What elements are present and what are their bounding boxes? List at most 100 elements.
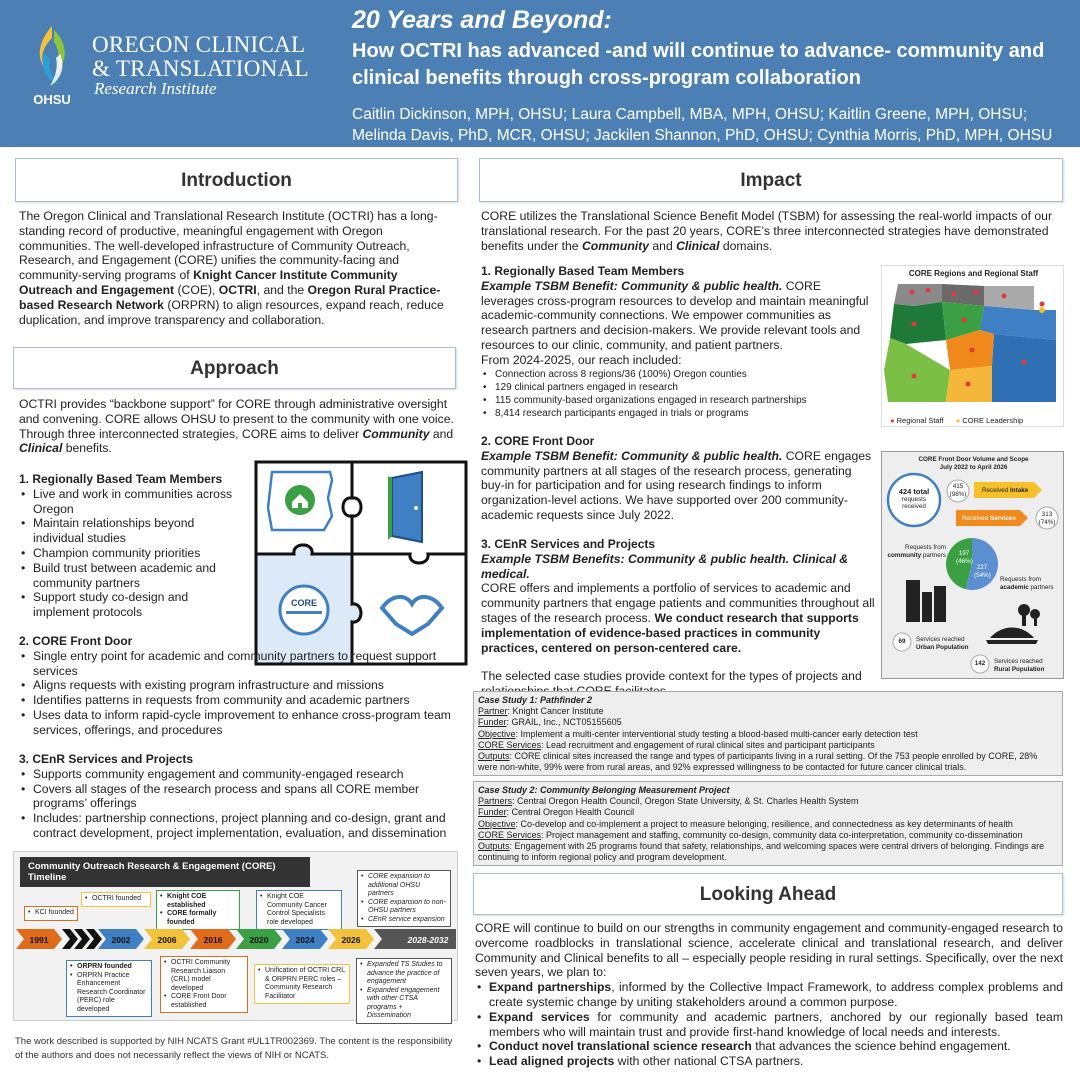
poster-header: OHSU OREGON CLINICAL & TRANSLATIONAL Res… (0, 0, 1080, 147)
timeline-chevron (86, 929, 102, 949)
timeline-year: 2028-2032 (407, 935, 449, 945)
list-item: Live and work in communities across Oreg… (19, 487, 244, 517)
list-item: 8,414 research participants engaged in t… (481, 407, 877, 420)
list-item: Expand services for community and academ… (475, 1010, 1063, 1040)
looking-ahead-list: Expand partnerships, informed by the Col… (475, 980, 1063, 1069)
case-study-2: Case Study 2: Community Belonging Measur… (473, 781, 1063, 866)
timeline-year: 2020 (250, 935, 269, 945)
map-legend: ● Regional Staff ● CORE Leadership (890, 416, 1024, 425)
timeline-bar: 1991 2002 2006 2016 2020 2024 2026 2028-2032 (16, 929, 456, 949)
city-buildings-icon (906, 580, 946, 622)
pie-slice-academic (965, 538, 998, 590)
impact-heading: Impact (479, 158, 1063, 202)
introduction-heading: Introduction (15, 158, 458, 202)
list-item: Includes: partnership connections, proje… (19, 811, 459, 841)
poster-subtitle: How OCTRI has advanced -and will continu… (352, 40, 1045, 89)
handshake-icon (379, 595, 445, 637)
list-item: Expand partnerships, informed by the Col… (475, 980, 1063, 1010)
approach-s1-title: 1. Regionally Based Team Members (19, 472, 223, 486)
approach-s1-list: Live and work in communities across Oreg… (19, 487, 244, 620)
regional-staff-pin-icon: ● (890, 416, 895, 425)
list-item: Uses data to inform rapid-cycle improvem… (19, 708, 459, 738)
impact-strategy-3: 3. CEnR Services and Projects Example TS… (481, 537, 877, 699)
timeline-box-ccs: Knight COE Community Cancer Control Spec… (256, 890, 342, 930)
map-title: CORE Regions and Regional Staff (908, 269, 1039, 278)
core-puzzle-graphic: CORE (254, 460, 468, 666)
timeline-segment (16, 929, 62, 949)
list-item: 115 community-based organizations engage… (481, 394, 877, 407)
timeline-segment (328, 929, 374, 949)
core-regions-map: CORE Regions and Regional Staff ● Region… (881, 265, 1064, 427)
fd-urban-count: 69 (898, 638, 906, 645)
pie-slice-community (946, 538, 972, 590)
org-name-line1: OREGON CLINICAL (92, 32, 306, 57)
list-item: Build trust between academic and communi… (19, 561, 244, 591)
list-item: Covers all stages of the research proces… (19, 782, 459, 812)
list-item: Champion community priorities (19, 546, 244, 561)
rural-farm-icon (986, 604, 1040, 644)
approach-s2-title: 2. CORE Front Door (19, 634, 133, 648)
timeline-box-octri: OCTRI founded (81, 892, 151, 907)
timeline-box-expanded: Expanded TS Studies to advance the pract… (356, 958, 452, 1024)
case-study-1: Case Study 1: Pathfinder 2 Partner: Knig… (473, 691, 1063, 776)
impact-s2-title: 2. CORE Front Door (481, 434, 595, 448)
ohsu-wordmark: OHSU (33, 92, 71, 107)
poster-authors: Caitlin Dickinson, MPH, OHSU; Laura Camp… (352, 106, 1053, 144)
timeline-segment (144, 929, 190, 949)
timeline-year: 1991 (30, 935, 49, 945)
introduction-text: The Oregon Clinical and Translational Re… (19, 209, 444, 327)
impact-s1-list: Connection across 8 regions/36 (100%) Or… (481, 368, 877, 420)
list-item: Maintain relationships beyond individual… (19, 516, 244, 546)
list-item: Support study co-design and implement pr… (19, 590, 244, 620)
impact-strategy-2: 2. CORE Front Door Example TSBM Benefit:… (481, 434, 877, 523)
list-item: Supports community engagement and commun… (19, 767, 459, 782)
approach-s3-list: Supports community engagement and commun… (19, 767, 459, 841)
org-name-line3: Research Institute (94, 79, 217, 98)
timeline-year: 2016 (204, 935, 223, 945)
timeline-year: 2026 (342, 935, 361, 945)
funding-footnote: The work described is supported by NIH N… (15, 1036, 453, 1061)
fd-intake-count: 415(98%) (949, 483, 967, 498)
org-name-line2: & TRANSLATIONAL (92, 56, 309, 81)
core-badge-icon (278, 584, 330, 636)
list-item: Connection across 8 regions/36 (100%) Or… (481, 368, 877, 381)
timeline-year: 2024 (296, 935, 315, 945)
timeline-segment (190, 929, 236, 949)
list-item: Single entry point for academic and comm… (19, 649, 459, 679)
timeline-segment (98, 929, 144, 949)
approach-heading: Approach (13, 347, 456, 389)
timeline-box-knight: Knight COE establishedCORE formally foun… (156, 890, 240, 930)
timeline-chevron (74, 929, 90, 949)
fd-services-count: 313(74%) (1038, 511, 1056, 526)
svg-text:CORE: CORE (291, 598, 317, 608)
list-item: Conduct novel translational science rese… (475, 1039, 1063, 1054)
fd-pie-academic-value: 227(54%) (974, 564, 991, 579)
fd-services-label: Received Services (962, 515, 1016, 522)
ocrti-logo: OHSU OREGON CLINICAL & TRANSLATIONAL Res… (22, 20, 342, 115)
timeline-title: Community Outreach Research & Engagement… (20, 857, 310, 887)
timeline-box-orprn: ORPRN foundedORPRN Practice Enhancement … (66, 960, 152, 1017)
approach-strategy-1: 1. Regionally Based Team Members Live an… (19, 472, 244, 620)
approach-s2-list: Single entry point for academic and comm… (19, 649, 459, 738)
timeline-box-crl: OCTRI Community Research Liaison (CRL) m… (160, 956, 248, 1013)
timeline-year: 2006 (158, 935, 177, 945)
approach-intro-text: OCTRI provides “backbone support” for CO… (19, 397, 454, 456)
timeline-chevron (62, 929, 78, 949)
approach-strategy-2: 2. CORE Front Door Single entry point fo… (19, 634, 459, 738)
looking-ahead-text: CORE will continue to build on our stren… (475, 921, 1063, 1069)
impact-s1-title: 1. Regionally Based Team Members (481, 264, 685, 278)
approach-strategy-3: 3. CEnR Services and Projects Supports c… (19, 752, 459, 841)
impact-strategy-1: 1. Regionally Based Team Members Example… (481, 264, 877, 420)
list-item: 129 clinical partners engaged in researc… (481, 381, 877, 394)
list-item: Lead aligned projects with other nationa… (475, 1054, 1063, 1069)
fd-intake-label: Received Intake (982, 487, 1029, 494)
core-timeline: Community Outreach Research & Engagement… (13, 851, 458, 1024)
timeline-year: 2002 (112, 935, 131, 945)
